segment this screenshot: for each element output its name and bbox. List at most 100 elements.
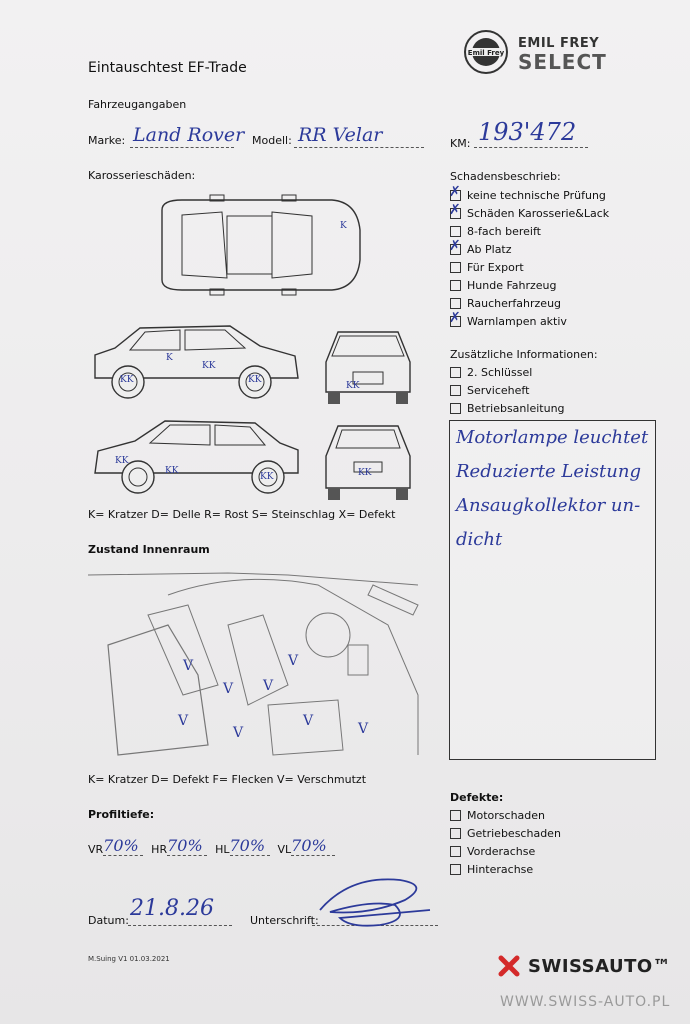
damage-mark-kk-rear: KK <box>358 468 372 478</box>
emblem-text: Emil Frey <box>468 49 505 57</box>
note-line-1: Motorlampe leuchtet <box>456 427 649 448</box>
tread-vl-label: VL <box>277 843 292 856</box>
signature-label: Unterschrift: <box>250 914 319 927</box>
interior-mark-v-5: V <box>177 713 189 729</box>
version-text: M.Suing V1 01.03.2021 <box>88 955 170 963</box>
swissauto-text: SWISSAUTO™ <box>528 955 672 977</box>
damage-mark-kk-wheel: KK <box>120 375 134 385</box>
cb-label: Hinterachse <box>467 862 534 876</box>
tread-title: Profiltiefe: <box>88 808 155 821</box>
cb-label: Für Export <box>467 260 524 274</box>
emil-frey-emblem-icon: Emil Frey <box>464 30 508 74</box>
cb-fuer-export[interactable]: Für Export <box>450 258 609 276</box>
checkbox[interactable] <box>449 202 461 219</box>
swissauto-cross-icon <box>498 955 520 977</box>
damage-mark-kk-right-door: KK <box>165 466 179 476</box>
cb-label: keine technische Prüfung <box>467 188 606 202</box>
km-label: KM: <box>450 137 471 150</box>
cb-raucherfahrzeug[interactable]: Raucherfahrzeug <box>450 294 609 312</box>
cb-label: Getriebeschaden <box>467 826 561 840</box>
car-rear-view-icon: KK <box>325 425 411 500</box>
interior-mark-v-4: V <box>262 678 274 694</box>
tread-hl-label: HL <box>215 843 230 856</box>
checkbox[interactable] <box>450 297 461 309</box>
checkbox[interactable] <box>450 366 461 378</box>
tread-vr-label: VR <box>88 843 104 856</box>
checkbox[interactable] <box>450 402 461 414</box>
cb-label: Serviceheft <box>467 383 530 397</box>
cb-label: Betriebsanleitung <box>467 401 565 415</box>
date-label: Datum: <box>88 914 129 927</box>
checkbox[interactable] <box>450 384 461 396</box>
checkbox[interactable] <box>449 184 461 201</box>
damage-mark-k-door: K <box>166 353 173 363</box>
interior-mark-v-3: V <box>287 653 299 669</box>
cb-label: Schäden Karosserie&Lack <box>467 206 610 220</box>
defects-title: Defekte: <box>450 791 504 804</box>
car-side-view-right-icon: KK KK KK <box>94 420 299 494</box>
damage-mark-kk-rear-wheel: KK <box>248 375 262 385</box>
swissauto-url: WWW.SWISS-AUTO.PL <box>500 994 671 1010</box>
checkbox[interactable] <box>450 845 461 857</box>
damage-mark-kk-door: KK <box>202 361 216 371</box>
interior-mark-v-1: V <box>182 658 194 674</box>
body-damage-title: Karosserieschäden: <box>88 169 196 182</box>
cb-hinterachse[interactable]: Hinterachse <box>450 860 561 878</box>
brand-select: SELECT <box>518 50 607 74</box>
cb-vorderachse[interactable]: Vorderachse <box>450 842 561 860</box>
checkbox[interactable] <box>449 310 461 327</box>
damage-mark-kk-right-front: KK <box>115 456 129 466</box>
cb-serviceheft[interactable]: Serviceheft <box>450 381 565 399</box>
note-line-3: Ansaugkollektor un- <box>456 495 641 516</box>
swissauto-watermark: SWISSAUTO™ <box>498 955 671 977</box>
checkbox[interactable] <box>450 279 461 291</box>
car-side-view-left-icon: K KK KK KK <box>94 325 299 399</box>
tread-vr-value: 70% <box>103 836 144 856</box>
modell-label: Modell: <box>252 134 292 147</box>
cb-schaeden-karosserie[interactable]: Schäden Karosserie&Lack <box>449 202 610 222</box>
checkbox[interactable] <box>450 809 461 821</box>
interior-mark-v-6: V <box>232 725 244 741</box>
cb-getriebeschaden[interactable]: Getriebeschaden <box>450 824 561 842</box>
cb-ab-platz[interactable]: Ab Platz <box>449 238 609 258</box>
brand-emil-frey: EMIL FREY <box>518 36 600 51</box>
damage-mark-k: K <box>340 221 347 231</box>
interior-mark-v-8: V <box>357 721 369 737</box>
note-line-4: dicht <box>456 529 503 550</box>
cb-zweiter-schluessel[interactable]: 2. Schlüssel <box>450 363 565 381</box>
tread-hl-value: 70% <box>229 836 270 856</box>
signature-drawing <box>319 878 431 927</box>
checkbox[interactable] <box>449 238 461 255</box>
tread-vl-value: 70% <box>291 836 336 856</box>
cb-motorschaden[interactable]: Motorschaden <box>450 806 561 824</box>
car-front-view-icon: KK <box>325 331 411 404</box>
tread-row: VR 70% HR 70% HL 70% VL 70% <box>88 836 336 856</box>
interior-legend: K= Kratzer D= Defekt F= Flecken V= Versc… <box>88 773 367 786</box>
checkbox[interactable] <box>450 261 461 273</box>
checkbox[interactable] <box>450 827 461 839</box>
cb-label: Hunde Fahrzeug <box>467 278 557 292</box>
checkbox[interactable] <box>450 863 461 875</box>
tread-hr-label: HR <box>151 843 168 856</box>
cb-label: 8-fach bereift <box>467 224 541 238</box>
cb-warnlampen-aktiv[interactable]: Warnlampen aktiv <box>449 310 609 330</box>
interior-mark-v-7: V <box>302 713 314 729</box>
cb-label: Warnlampen aktiv <box>467 314 567 328</box>
cb-label: Raucherfahrzeug <box>467 296 562 310</box>
marke-value: Land Rover <box>133 124 245 146</box>
cb-betriebsanleitung[interactable]: Betriebsanleitung <box>450 399 565 417</box>
interior-mark-v-2: V <box>222 681 234 697</box>
cb-hunde-fahrzeug[interactable]: Hunde Fahrzeug <box>450 276 609 294</box>
car-top-view-icon: K <box>161 194 361 296</box>
cb-label: 2. Schlüssel <box>467 365 533 379</box>
checkbox[interactable] <box>450 225 461 237</box>
additional-info-title: Zusätzliche Informationen: <box>450 348 598 361</box>
km-value: 193'472 <box>478 118 577 146</box>
damage-mark-kk-front: KK <box>346 381 360 391</box>
notes-box[interactable]: Motorlampe leuchtet Reduzierte Leistung … <box>449 420 656 760</box>
car-interior-icon: V V V V V V V V <box>88 572 419 756</box>
cb-8fach-bereift[interactable]: 8-fach bereift <box>450 222 609 240</box>
defects-list: Motorschaden Getriebeschaden Vorderachse… <box>450 806 561 878</box>
cb-keine-technische-pruefung[interactable]: keine technische Prüfung <box>449 184 609 204</box>
